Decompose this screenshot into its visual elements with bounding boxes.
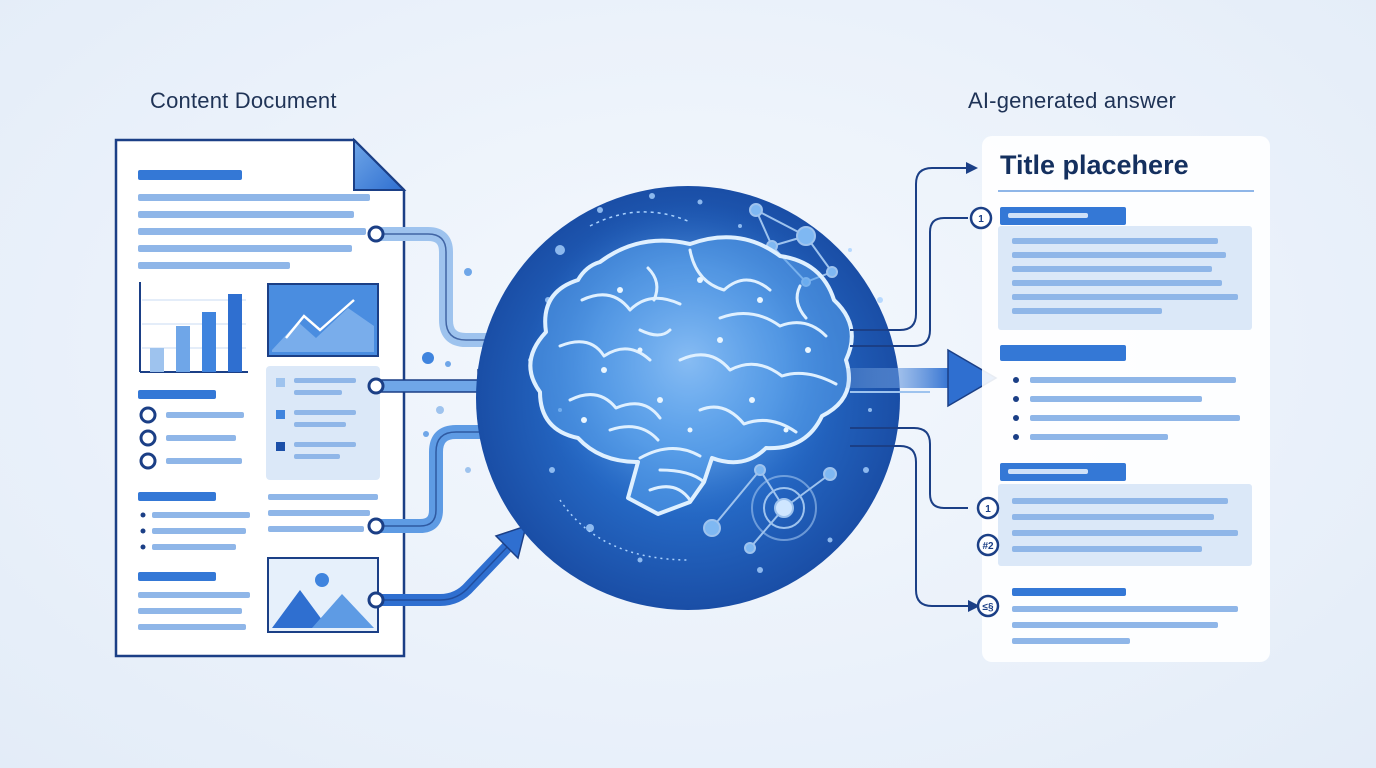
marker-1b: 1 bbox=[976, 496, 1000, 520]
bar-chart-icon bbox=[139, 282, 248, 373]
content-document-heading: Content Document bbox=[150, 88, 337, 113]
brain-icon bbox=[528, 235, 854, 516]
ai-brain-hub bbox=[476, 186, 900, 610]
svg-text:#2: #2 bbox=[982, 541, 994, 552]
content-document bbox=[114, 137, 407, 658]
document-fold-corner bbox=[353, 137, 407, 191]
input-arrows bbox=[367, 225, 528, 609]
svg-text:1: 1 bbox=[985, 504, 991, 515]
image-icon bbox=[267, 557, 379, 633]
answer-panel: 1 1 #2 ≤§ bbox=[969, 136, 1270, 662]
ai-answer-heading: AI-generated answer bbox=[968, 88, 1177, 113]
svg-text:1: 1 bbox=[978, 214, 984, 225]
marker-1a: 1 bbox=[969, 206, 993, 230]
svg-text:≤§: ≤§ bbox=[982, 602, 993, 613]
marker-2: #2 bbox=[976, 533, 1000, 557]
marker-3: ≤§ bbox=[976, 594, 1000, 618]
answer-title: Title placehere bbox=[1000, 150, 1189, 180]
line-chart-icon bbox=[267, 283, 379, 357]
output-arrows bbox=[846, 162, 998, 612]
